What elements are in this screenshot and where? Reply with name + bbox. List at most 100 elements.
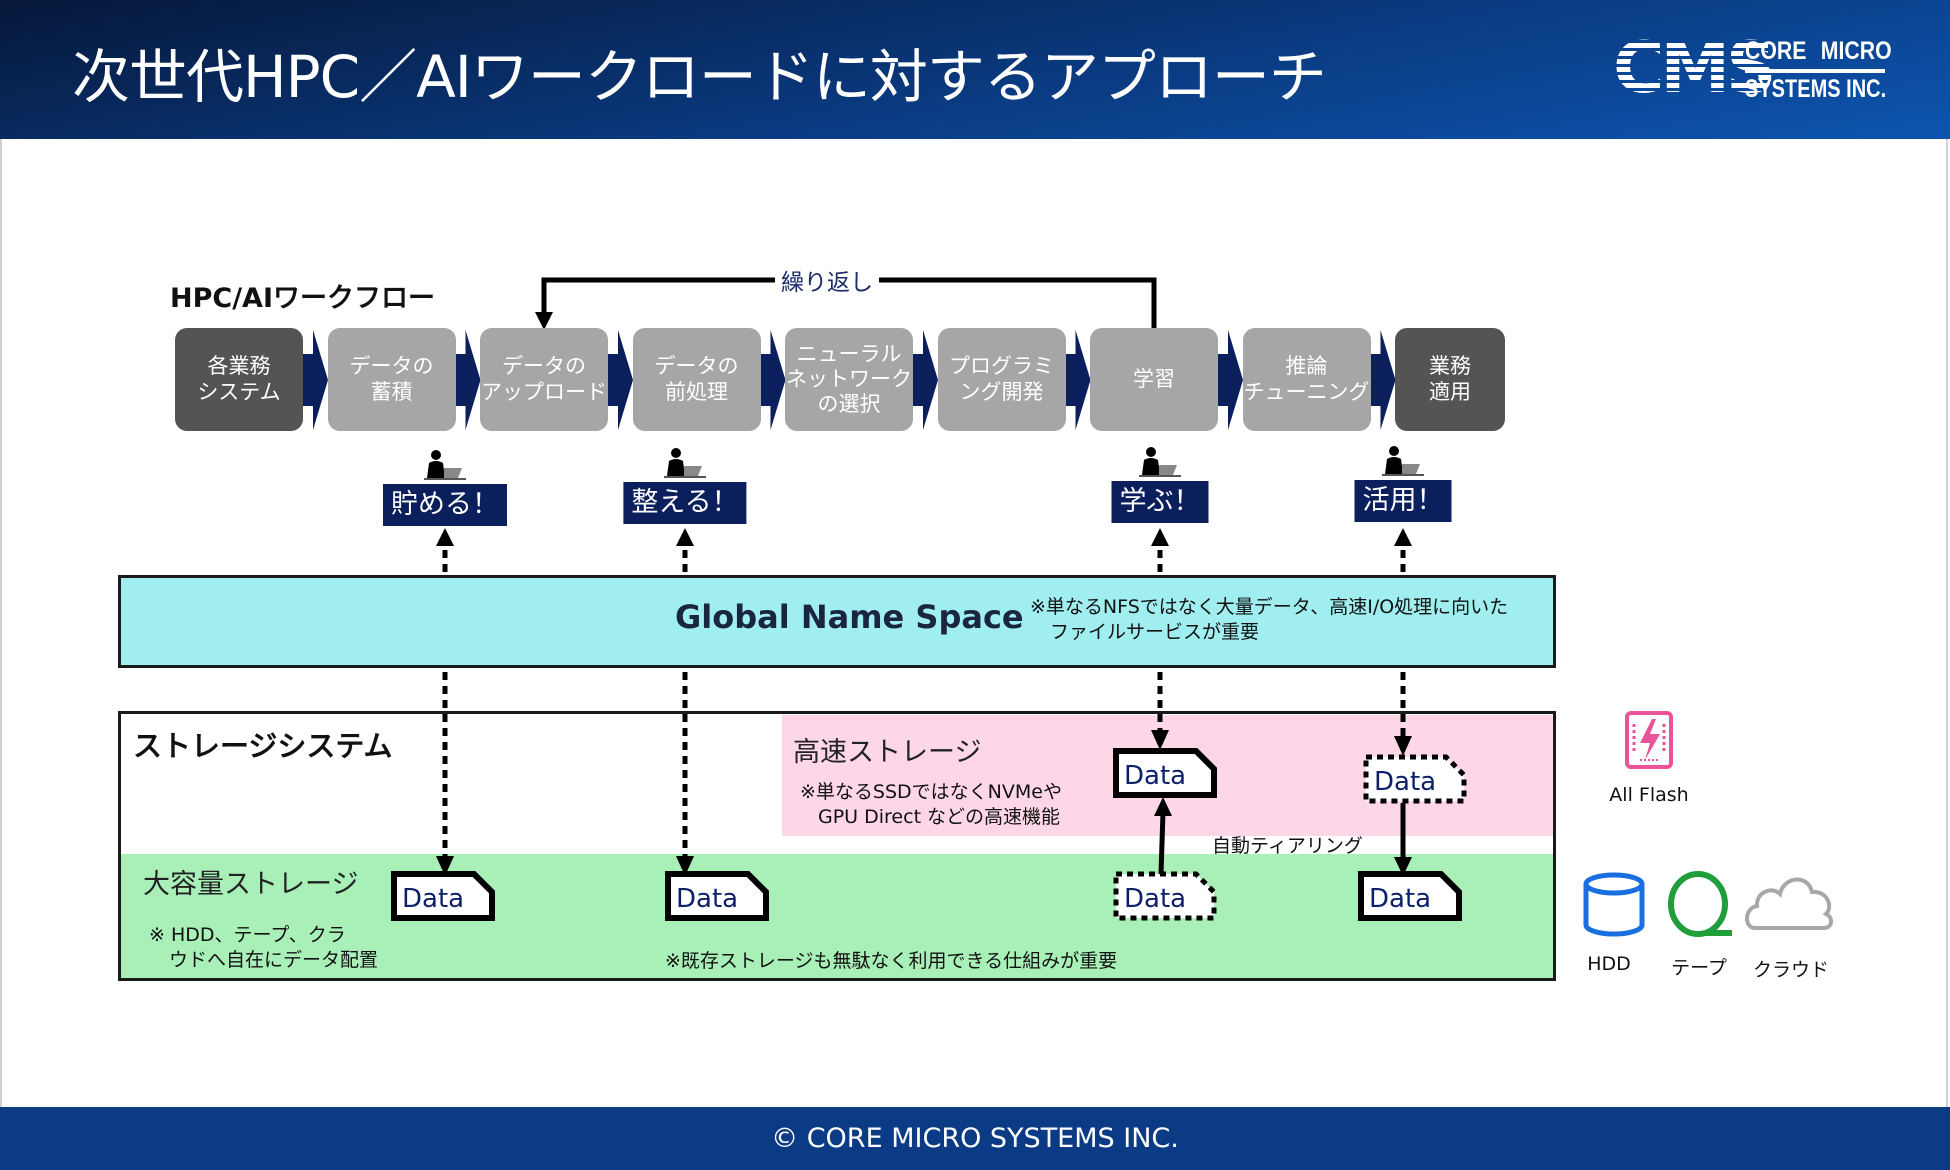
storage-title: ストレージシステム — [133, 729, 393, 763]
workflow-step: 業務適用 — [1395, 328, 1505, 431]
workflow-step-label: ニューラル — [796, 341, 902, 366]
workflow-step: データの蓄積 — [327, 328, 456, 431]
role-label: 整える！ — [623, 482, 747, 524]
arrowhead — [1151, 528, 1169, 546]
workflow-step-label: 蓄積 — [370, 379, 413, 404]
logo-divider — [1745, 69, 1885, 73]
fast-storage-title: 高速ストレージ — [793, 737, 982, 768]
role-label: 学ぶ！ — [1111, 481, 1209, 523]
all-flash-label: All Flash — [1609, 784, 1689, 806]
data-file-icon: Data — [665, 871, 769, 921]
all-flash-icon — [1625, 711, 1673, 769]
workflow-step-label: データの — [502, 354, 586, 379]
flow-chevron-icon — [1368, 330, 1396, 430]
workflow-step-label: チューニング — [1243, 379, 1370, 404]
slide-frame — [0, 139, 1948, 1107]
workflow-step: 学習 — [1090, 328, 1218, 431]
data-file-icon: Data — [1113, 871, 1217, 921]
flow-chevron-icon — [606, 330, 633, 430]
flow-chevron-icon — [301, 330, 328, 430]
role-label: 活用！ — [1354, 480, 1452, 522]
logo-mark: CMS — [1613, 27, 1776, 109]
arrowhead — [436, 856, 454, 876]
workflow-step: ニューラルネットワークの選択 — [785, 328, 913, 431]
workflow-step-label: システム — [197, 379, 281, 404]
person-at-laptop-icon — [662, 448, 708, 478]
tiering-label: 自動ティアリング — [1212, 835, 1363, 857]
flow-chevrons — [301, 330, 1396, 430]
workflow-step-label: データの — [654, 354, 739, 379]
cloud-label: クラウド — [1752, 959, 1830, 981]
data-label: Data — [676, 884, 738, 914]
bulk-note-line2: ウドへ自在にデータ配置 — [169, 948, 379, 971]
workflow-step: 推論チューニング — [1242, 328, 1371, 431]
fast-storage-note: ※単なるSSDではなくNVMeや GPU Direct などの高速機能 — [800, 780, 1062, 829]
cloud-icon — [1745, 877, 1833, 930]
workflow-step: データの前処理 — [632, 328, 761, 431]
workflow-step: 各業務システム — [175, 328, 303, 431]
data-file-icon: Data — [1363, 754, 1467, 804]
data-label: Data — [1124, 884, 1186, 914]
data-label: Data — [1369, 884, 1431, 914]
global-name-space-box — [118, 575, 1556, 668]
workflow-step: プログラミング開発 — [937, 328, 1066, 431]
gns-note-line2: ファイルサービスが重要 — [1050, 620, 1260, 643]
arrowhead — [436, 528, 454, 546]
logo-text-top: CORE MICRO — [1745, 37, 1892, 65]
loop-label: 繰り返し — [775, 263, 879, 297]
arrowhead — [1394, 736, 1412, 756]
gns-note: ※単なるNFSではなく大量データ、高速I/O処理に向いた ファイルサービスが重要 — [1030, 595, 1508, 644]
flow-chevron-icon — [758, 330, 786, 430]
footer-copyright: © CORE MICRO SYSTEMS INC. — [0, 1107, 1950, 1170]
company-logo: CMS CORE MICRO SYSTEMS INC. — [1613, 27, 1893, 109]
role-label: 貯める！ — [383, 484, 507, 526]
tape-icon — [1668, 871, 1732, 937]
workflow-step-label: プログラミ — [949, 354, 1054, 379]
arrowhead — [1394, 528, 1412, 546]
logo-text-bottom: SYSTEMS INC. — [1745, 75, 1887, 103]
loop-arrowhead — [535, 312, 553, 330]
data-label: Data — [402, 884, 464, 914]
workflow-step-label: ング開発 — [959, 379, 1044, 404]
arrowhead — [676, 528, 694, 546]
hdd-icon — [1583, 872, 1645, 937]
person-at-laptop-icon — [422, 450, 468, 480]
arrowhead — [1394, 857, 1412, 876]
fast-note-line1: ※単なるSSDではなくNVMeや — [800, 781, 1062, 803]
arrowhead — [1154, 797, 1172, 816]
workflow-step-label: ネットワーク — [786, 366, 912, 391]
arrowhead — [1151, 730, 1169, 750]
gns-title: Global Name Space — [675, 598, 1024, 636]
tiering-up-line — [1158, 811, 1166, 875]
data-file-icon: Data — [1113, 748, 1217, 798]
workflow-step-label: 適用 — [1429, 379, 1471, 404]
hdd-label: HDD — [1587, 953, 1631, 975]
data-file-icon: Data — [391, 871, 495, 921]
tape-label: テープ — [1671, 957, 1727, 979]
bulk-storage-region — [121, 854, 1553, 978]
flow-chevron-icon — [1063, 330, 1091, 430]
bulk-storage-note: ※ HDD、テープ、クラ ウドへ自在にデータ配置 — [149, 923, 378, 972]
workflow-step-label: 学習 — [1133, 366, 1175, 391]
data-label: Data — [1374, 767, 1436, 797]
page-title: 次世代HPC／AIワークロードに対するアプローチ — [72, 43, 1327, 111]
workflow-step-label: 業務 — [1429, 354, 1471, 379]
bulk-storage-title: 大容量ストレージ — [143, 869, 359, 900]
flow-chevron-icon — [911, 330, 938, 430]
person-at-laptop-icon — [1137, 447, 1183, 477]
flow-chevron-icon — [453, 330, 481, 430]
fast-note-line2: GPU Direct などの高速機能 — [818, 805, 1061, 828]
workflow-step-label: 前処理 — [665, 379, 728, 404]
flow-chevron-icon — [1216, 330, 1243, 430]
workflow-step-label: の選択 — [817, 392, 881, 417]
gns-note-line1: ※単なるNFSではなく大量データ、高速I/O処理に向いた — [1030, 596, 1509, 618]
arrowhead — [676, 856, 694, 876]
legacy-storage-note: ※既存ストレージも無駄なく利用できる仕組みが重要 — [665, 950, 1118, 972]
data-file-icon: Data — [1358, 871, 1462, 921]
person-at-laptop-icon — [1380, 446, 1426, 476]
bulk-note-line1: ※ HDD、テープ、クラ — [149, 924, 346, 946]
workflow-step: データのアップロード — [480, 328, 608, 431]
workflow-step-label: アップロード — [481, 379, 607, 404]
workflow-step-label: 推論 — [1285, 354, 1328, 379]
